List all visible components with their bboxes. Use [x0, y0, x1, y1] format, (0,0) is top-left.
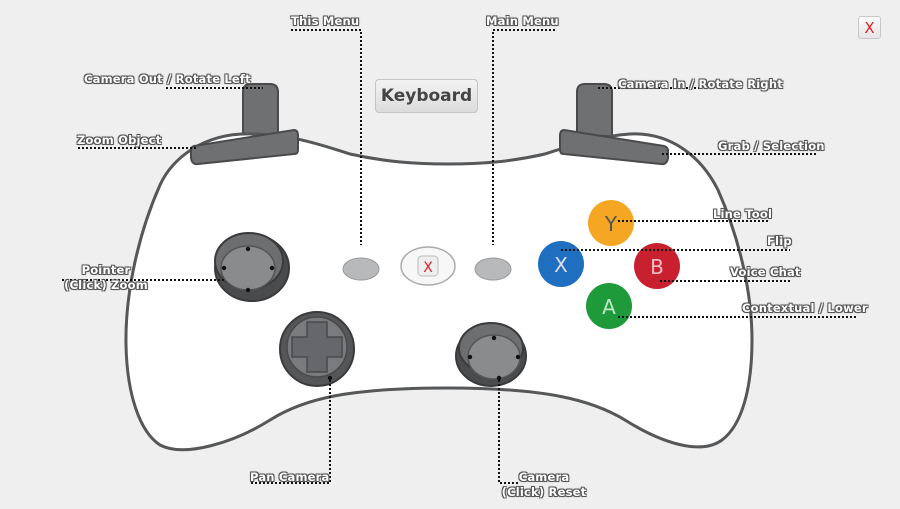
- svg-text:Y: Y: [604, 212, 618, 236]
- label-line-tool: Line Tool: [713, 207, 773, 221]
- start-button: [474, 257, 512, 281]
- label-main-menu: Main Menu: [486, 14, 559, 28]
- left-bumper: [190, 128, 299, 166]
- label-camera-out: Camera Out / Rotate Left: [84, 72, 251, 86]
- a-button: A: [586, 283, 632, 329]
- controller-body: [124, 132, 754, 452]
- x-button: X: [538, 241, 584, 287]
- d-pad: [279, 311, 355, 387]
- svg-text:A: A: [602, 295, 616, 319]
- leader-lines: [62, 29, 858, 484]
- keyboard-button[interactable]: Keyboard: [375, 79, 478, 113]
- y-button: Y: [588, 200, 634, 246]
- right-stick: [455, 322, 527, 387]
- label-pointer-zoom: Pointer (Click) Zoom: [52, 263, 160, 293]
- label-camera-in: Camera In / Rotate Right: [618, 77, 783, 91]
- label-click-reset: (Click) Reset: [501, 485, 587, 499]
- label-pan-camera: Pan Camera: [250, 470, 330, 484]
- svg-text:B: B: [650, 255, 664, 279]
- back-button: [342, 257, 380, 281]
- left-stick: [214, 232, 290, 302]
- label-click-zoom: (Click) Zoom: [64, 278, 148, 292]
- left-trigger: [242, 83, 279, 137]
- guide-x-icon: X: [423, 260, 433, 276]
- right-bumper: [559, 128, 669, 166]
- label-camera-reset: Camera (Click) Reset: [490, 470, 598, 500]
- label-camera: Camera: [518, 470, 570, 484]
- right-trigger: [576, 83, 613, 137]
- label-flip: Flip: [767, 234, 792, 248]
- label-this-menu: This Menu: [291, 14, 360, 28]
- label-zoom-object: Zoom Object: [77, 133, 162, 147]
- label-pointer: Pointer: [81, 263, 131, 277]
- label-voice-chat: Voice Chat: [730, 265, 801, 279]
- label-contextual-lower: Contextual / Lower: [742, 301, 868, 315]
- label-grab-selection: Grab / Selection: [718, 139, 825, 153]
- close-button[interactable]: X: [858, 16, 881, 39]
- svg-text:X: X: [554, 253, 568, 277]
- guide-button: X: [400, 246, 456, 286]
- b-button: B: [634, 243, 680, 289]
